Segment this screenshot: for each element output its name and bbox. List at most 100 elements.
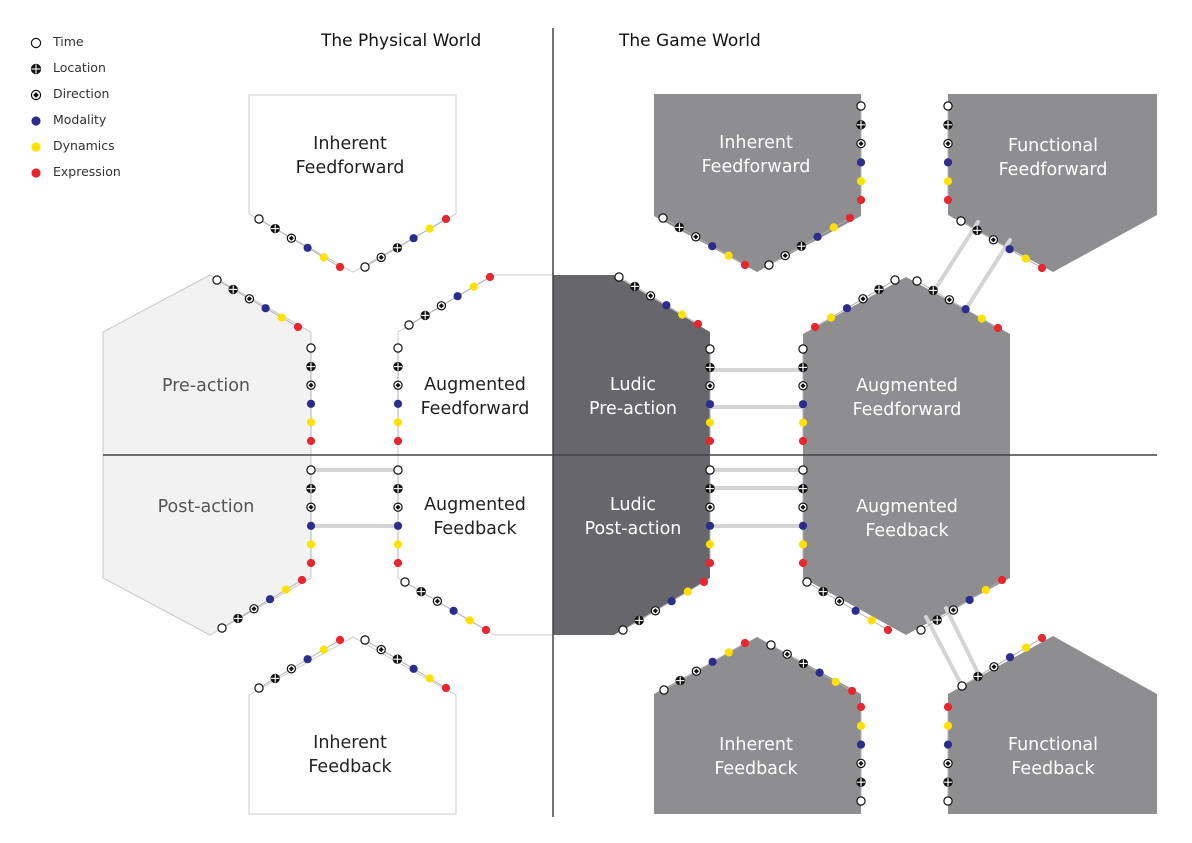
expression-dot: [798, 558, 808, 568]
dot-fill: [997, 575, 1007, 585]
dot-fill: [977, 314, 986, 323]
dot-fill: [1037, 633, 1047, 643]
location-dot: [796, 241, 807, 251]
game-inherent-feedback-label: Inherent Feedback: [676, 733, 836, 781]
dot-fill: [699, 577, 709, 587]
location-dot: [932, 615, 942, 625]
game-ludic-post-shape: [553, 455, 710, 635]
dot-diamond: [800, 383, 806, 389]
dot-fill: [813, 232, 822, 241]
expression-dot: [393, 558, 403, 568]
dot-ring: [916, 625, 926, 635]
dot-ring: [956, 216, 966, 226]
time-dot: [306, 343, 316, 353]
direction-icon: [30, 89, 42, 101]
label-line: Functional: [1007, 136, 1099, 156]
direction-dot: [691, 666, 702, 676]
time-dot: [254, 683, 264, 693]
game-augmented-feedback-label: Augmented Feedback: [827, 495, 987, 543]
legend-label-expression: Expression: [53, 164, 121, 179]
label-line: Post-action: [584, 519, 682, 539]
dot-fill: [303, 655, 312, 664]
location-dot: [393, 483, 403, 494]
dot-diamond: [395, 504, 401, 510]
dot-fill: [393, 540, 403, 549]
location-dot: [674, 222, 685, 233]
dot-ring: [705, 465, 715, 475]
time-dot: [400, 577, 410, 587]
dot-diamond: [693, 234, 699, 240]
dynamics-dot: [678, 310, 687, 319]
label-line: Ludic: [609, 375, 657, 395]
dot-fill: [708, 657, 717, 666]
dynamics-dot: [724, 648, 733, 657]
direction-dot: [376, 644, 386, 655]
location-dot: [798, 483, 808, 494]
dynamics-dot: [856, 721, 866, 730]
phys-inherent-fb-shape: [248, 636, 457, 815]
dot-fill: [306, 399, 316, 408]
direction-dot: [798, 502, 808, 512]
dot-fill: [277, 313, 286, 322]
direction-dot: [705, 381, 715, 391]
game-world-title: The Game World: [619, 31, 761, 51]
label-line: Inherent: [313, 733, 387, 753]
dot-fill: [425, 674, 434, 683]
dot-fill: [481, 625, 491, 635]
dot-fill: [831, 677, 840, 686]
dot-fill: [981, 585, 990, 595]
dot-fill: [303, 243, 312, 252]
location-dot: [228, 284, 238, 295]
dot-ring: [798, 465, 808, 475]
expression-dot: [883, 625, 893, 635]
connector-bar: [944, 606, 982, 679]
legend-label-direction: Direction: [53, 86, 110, 101]
dot-fill: [453, 292, 462, 301]
game-ludic-pre-action-label: Ludic Pre-action: [553, 373, 713, 421]
time-dot: [802, 577, 812, 587]
modality-dot: [705, 521, 715, 530]
dot-fill: [293, 322, 303, 332]
location-dot: [705, 362, 715, 373]
dot-ring: [254, 214, 264, 224]
direction-dot: [988, 235, 999, 245]
location-dot: [973, 671, 983, 682]
direction-dot: [432, 596, 443, 606]
modality-dot: [409, 234, 418, 243]
game-augmented-feedforward-label: Augmented Feedforward: [827, 374, 987, 422]
label-line: Ludic: [609, 495, 657, 515]
connector-bar: [964, 238, 1012, 311]
dot-ring: [360, 262, 370, 272]
dot-diamond: [652, 608, 658, 614]
dot-fill: [705, 540, 715, 549]
game-inherent-feedforward-label: Inherent Feedforward: [676, 131, 836, 179]
expression-dot: [293, 322, 303, 332]
dot-diamond: [308, 504, 314, 510]
dot-fill: [1005, 245, 1014, 254]
time-dot: [957, 681, 967, 691]
dot-fill: [265, 595, 275, 604]
dynamics-dot: [981, 585, 990, 595]
dot-ring: [618, 625, 628, 635]
dynamics-dot: [465, 616, 474, 625]
dot-fill: [867, 616, 876, 625]
time-dot: [916, 625, 926, 635]
expression-dot: [847, 686, 857, 696]
dot-fill: [856, 195, 866, 205]
dot-fill: [705, 418, 715, 427]
dot-fill: [842, 304, 852, 313]
dot-fill: [469, 282, 478, 291]
modality-dot: [842, 304, 852, 313]
dot-ring: [912, 276, 922, 286]
dot-ring: [659, 685, 669, 695]
dot-fill: [319, 645, 328, 654]
time-dot: [393, 343, 403, 353]
location-dot: [943, 777, 953, 787]
dot-fill: [851, 606, 860, 615]
game-functional-fb-shape: [948, 636, 1157, 814]
location-dot: [416, 586, 426, 597]
physical-world-title: The Physical World: [321, 31, 482, 51]
game-aug-fb-shape: [803, 455, 1010, 635]
time-dot: [360, 262, 370, 272]
expression-dot: [297, 575, 307, 585]
